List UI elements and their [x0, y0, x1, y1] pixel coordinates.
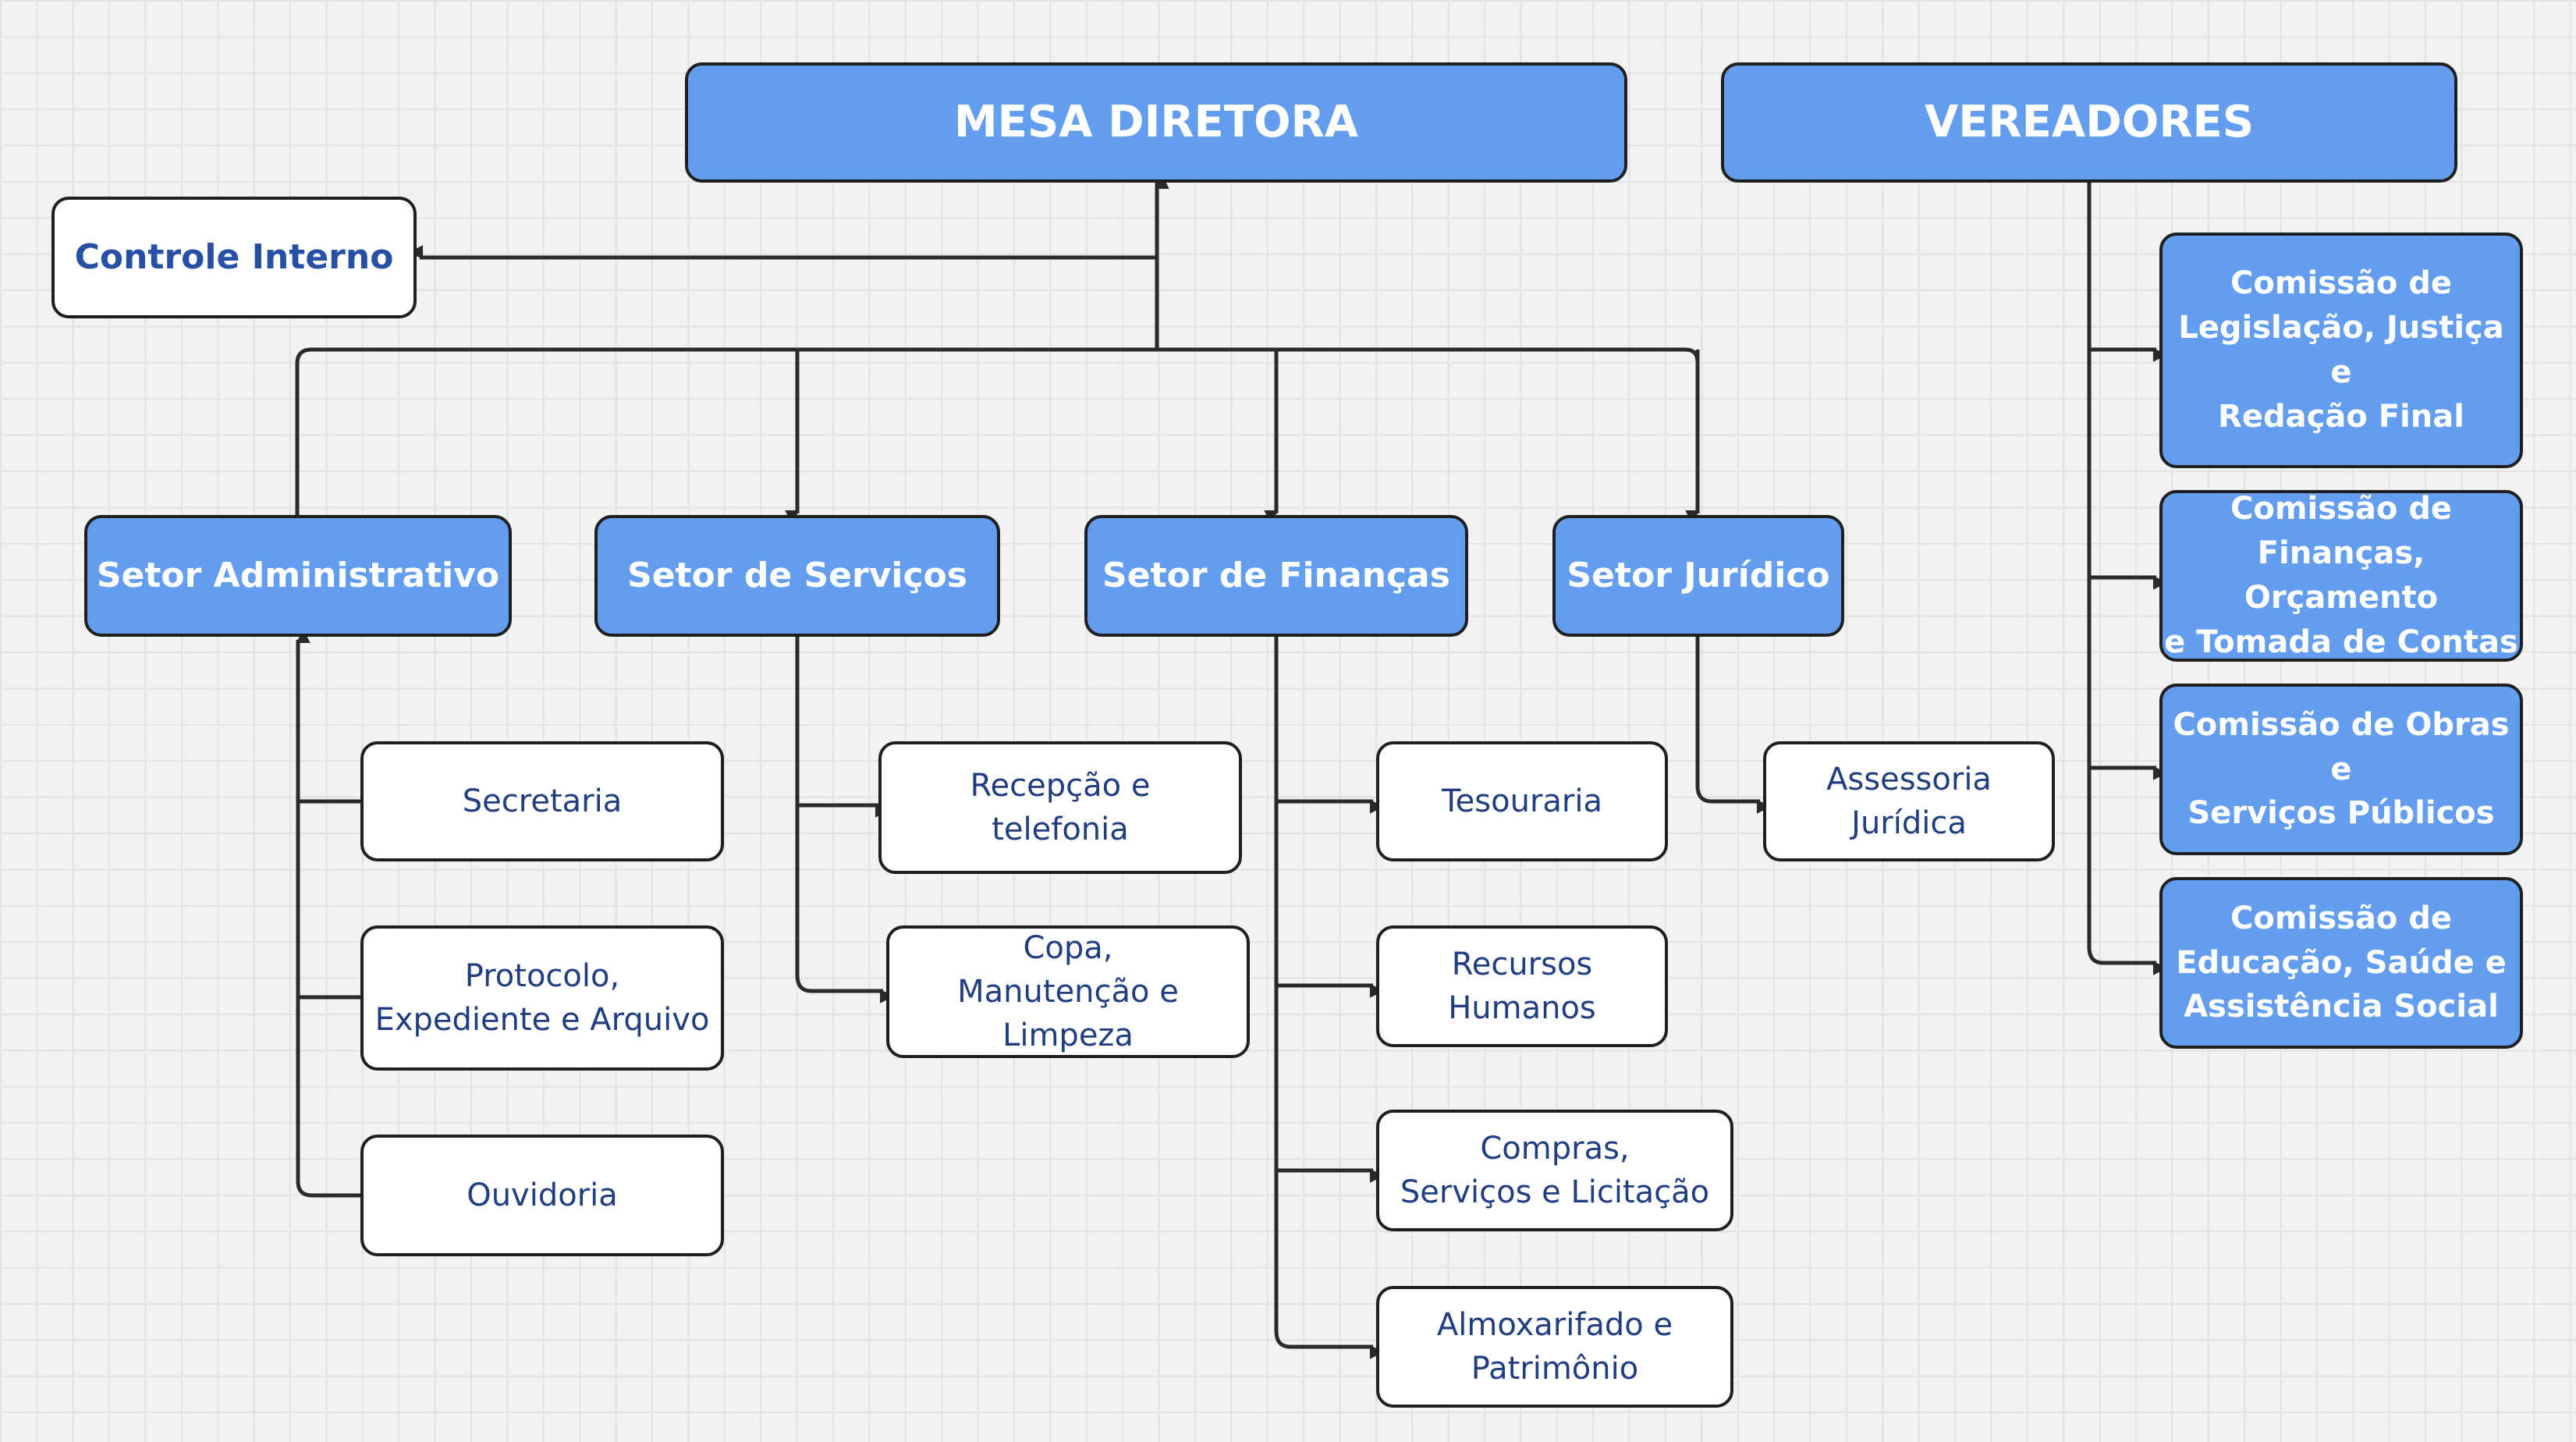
copa-node[interactable]: Copa, Manutenção e Limpeza	[886, 925, 1250, 1058]
assessoria-juridica-node[interactable]: Assessoria Jurídica	[1763, 741, 2055, 861]
setor-juridico-label: Setor Jurídico	[1567, 556, 1830, 596]
comissao-educacao-node[interactable]: Comissão de Educação, Saúde e Assistênci…	[2159, 877, 2523, 1049]
controle-interno-label: Controle Interno	[74, 237, 394, 278]
controle-interno-node[interactable]: Controle Interno	[51, 197, 417, 318]
setor-financas-node[interactable]: Setor de Finanças	[1084, 515, 1468, 637]
assessoria-juridica-label: Assessoria Jurídica	[1826, 762, 1992, 841]
comissao-obras-node[interactable]: Comissão de Obras e Serviços Públicos	[2159, 684, 2523, 855]
tesouraria-node[interactable]: Tesouraria	[1376, 741, 1668, 861]
recepcao-node[interactable]: Recepção e telefonia	[878, 741, 1242, 874]
comissao-financas-node[interactable]: Comissão de Finanças, Orçamento e Tomada…	[2159, 490, 2523, 662]
connector-financas-sub	[1274, 637, 1384, 1359]
mesa-diretora-node[interactable]: MESA DIRETORA	[685, 62, 1627, 183]
mesa-diretora-label: MESA DIRETORA	[953, 96, 1359, 147]
compras-node[interactable]: Compras, Serviços e Licitação	[1376, 1110, 1733, 1231]
recursos-humanos-node[interactable]: Recursos Humanos	[1376, 925, 1668, 1047]
connector-mesa-controle	[409, 183, 1159, 260]
secretaria-node[interactable]: Secretaria	[360, 741, 724, 861]
connector-bus-right	[1157, 347, 1700, 363]
setor-financas-label: Setor de Finanças	[1102, 556, 1450, 596]
recepcao-label: Recepção e telefonia	[970, 768, 1151, 847]
ouvidoria-node[interactable]: Ouvidoria	[360, 1135, 724, 1256]
connector-servicos-sub	[795, 637, 894, 1003]
almoxarifado-label: Almoxarifado e Patrimônio	[1436, 1307, 1673, 1387]
connector-vereadores-comissoes	[2087, 183, 2167, 975]
setor-juridico-node[interactable]: Setor Jurídico	[1552, 515, 1844, 637]
comissao-obras-label: Comissão de Obras e Serviços Públicos	[2173, 706, 2510, 832]
setor-administrativo-node[interactable]: Setor Administrativo	[84, 515, 512, 637]
protocolo-label: Protocolo, Expediente e Arquivo	[374, 958, 710, 1038]
tesouraria-label: Tesouraria	[1442, 783, 1602, 819]
comissao-legislacao-node[interactable]: Comissão de Legislação, Justiça e Redaçã…	[2159, 233, 2523, 468]
comissao-legislacao-label: Comissão de Legislação, Justiça e Redaçã…	[2178, 265, 2504, 435]
recursos-humanos-label: Recursos Humanos	[1448, 947, 1596, 1026]
copa-label: Copa, Manutenção e Limpeza	[957, 930, 1179, 1053]
setor-servicos-label: Setor de Serviços	[627, 556, 967, 596]
connector-admin-bus	[295, 347, 1157, 515]
vereadores-node[interactable]: VEREADORES	[1721, 62, 2457, 183]
almoxarifado-node[interactable]: Almoxarifado e Patrimônio	[1376, 1286, 1733, 1408]
comissao-educacao-label: Comissão de Educação, Saúde e Assistênci…	[2176, 900, 2507, 1025]
setor-servicos-node[interactable]: Setor de Serviços	[594, 515, 1000, 637]
secretaria-label: Secretaria	[462, 783, 623, 819]
vereadores-label: VEREADORES	[1924, 96, 2255, 147]
setor-administrativo-label: Setor Administrativo	[96, 556, 500, 596]
ouvidoria-label: Ouvidoria	[467, 1177, 618, 1213]
compras-label: Compras, Serviços e Licitação	[1400, 1131, 1710, 1210]
connector-admin-sub	[296, 629, 360, 1198]
protocolo-node[interactable]: Protocolo, Expediente e Arquivo	[360, 925, 724, 1071]
comissao-financas-label: Comissão de Finanças, Orçamento e Tomada…	[2164, 491, 2518, 660]
connector-juridico-sub	[1695, 637, 1771, 814]
